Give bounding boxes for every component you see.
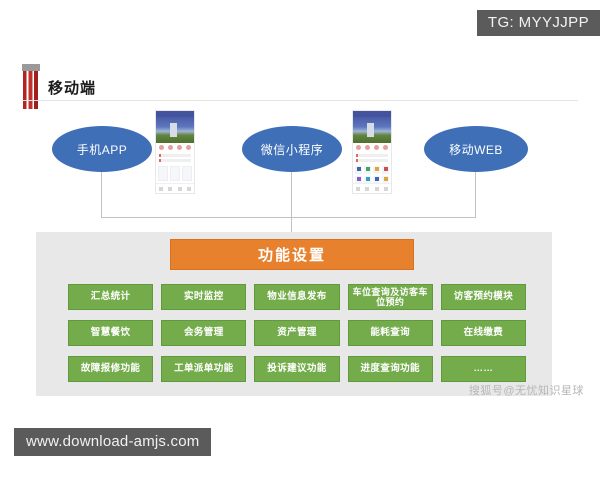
connector-bus-line xyxy=(101,217,476,218)
channel-node-mobile-app[interactable]: 手机APP xyxy=(52,126,152,172)
phone-status-bar xyxy=(156,111,194,117)
tg-handle-badge: TG: MYYJJPP xyxy=(476,10,600,36)
phone-app-icon xyxy=(382,176,389,184)
phone-nav-icon xyxy=(374,186,379,191)
connector-line xyxy=(291,172,292,218)
channel-label: 微信小程序 xyxy=(260,142,324,157)
channel-node-mobile-web[interactable]: 移动WEB xyxy=(424,126,528,172)
function-row: 汇总统计 实时监控 物业信息发布 车位查询及访客车位预约 访客预约模块 xyxy=(68,284,527,310)
phone-tab-dot-icon xyxy=(365,145,370,150)
function-row: 故障报修功能 工单派单功能 投诉建议功能 进度查询功能 …… xyxy=(68,356,527,382)
phone-nav-icon xyxy=(384,186,389,191)
phone-notice-line xyxy=(159,159,191,162)
header-bar-cap-icon xyxy=(22,64,40,71)
function-button[interactable]: 会务管理 xyxy=(161,320,247,346)
phone-tab-dot-icon xyxy=(383,145,388,150)
function-button[interactable]: 车位查询及访客车位预约 xyxy=(347,284,433,310)
phone-hero-image xyxy=(353,117,391,143)
function-button[interactable]: 工单派单功能 xyxy=(161,356,247,382)
phone-notice-line xyxy=(356,154,388,157)
phone-nav-icon xyxy=(158,186,163,191)
phone-bottom-nav xyxy=(156,183,194,193)
phone-tab-dot-icon xyxy=(186,145,191,150)
header-red-bar-icon xyxy=(23,71,38,109)
phone-bottom-nav xyxy=(353,183,391,193)
function-button[interactable]: 物业信息发布 xyxy=(254,284,340,310)
phone-mockup-app xyxy=(155,110,195,194)
connector-line xyxy=(101,172,102,218)
phone-nav-icon xyxy=(168,186,173,191)
phone-nav-icon xyxy=(355,186,360,191)
function-button[interactable]: 能耗查询 xyxy=(347,320,433,346)
function-button[interactable]: 在线缴费 xyxy=(440,320,527,346)
function-button[interactable]: 故障报修功能 xyxy=(68,356,154,382)
function-button[interactable]: …… xyxy=(440,356,527,382)
phone-tab-dot-icon xyxy=(159,145,164,150)
phone-app-icon xyxy=(355,176,362,184)
phone-notice-line xyxy=(356,159,388,162)
phone-tab-dot-icon xyxy=(177,145,182,150)
phone-tab-row xyxy=(156,143,194,152)
phone-tab-dot-icon xyxy=(168,145,173,150)
function-button[interactable]: 实时监控 xyxy=(161,284,247,310)
phone-app-icon xyxy=(355,166,362,174)
phone-app-icon xyxy=(373,176,380,184)
site-url-badge: www.download-amjs.com xyxy=(14,428,212,456)
function-button[interactable]: 资产管理 xyxy=(254,320,340,346)
function-settings-header[interactable]: 功能设置 xyxy=(170,239,414,270)
phone-nav-icon xyxy=(187,186,192,191)
phone-card xyxy=(158,166,168,181)
function-button[interactable]: 智慧餐饮 xyxy=(68,320,154,346)
channel-node-wechat-miniprogram[interactable]: 微信小程序 xyxy=(242,126,342,172)
source-watermark: 搜狐号@无忧知识星球 xyxy=(468,385,584,397)
phone-card xyxy=(170,166,180,181)
function-button[interactable]: 访客预约模块 xyxy=(440,284,527,310)
phone-mockup-miniprogram xyxy=(352,110,392,194)
phone-app-icon xyxy=(382,166,389,174)
function-button-grid: 汇总统计 实时监控 物业信息发布 车位查询及访客车位预约 访客预约模块 智慧餐饮… xyxy=(68,284,527,382)
function-button[interactable]: 进度查询功能 xyxy=(347,356,433,382)
function-button[interactable]: 投诉建议功能 xyxy=(254,356,340,382)
function-settings-label: 功能设置 xyxy=(257,247,326,264)
phone-tab-dot-icon xyxy=(374,145,379,150)
phone-hero-image xyxy=(156,117,194,143)
phone-notice-line xyxy=(159,154,191,157)
channel-label: 手机APP xyxy=(76,142,128,157)
phone-app-icon xyxy=(364,166,371,174)
connector-line xyxy=(475,172,476,218)
function-row: 智慧餐饮 会务管理 资产管理 能耗查询 在线缴费 xyxy=(68,320,527,346)
section-header: 移动端 xyxy=(22,64,578,109)
phone-card xyxy=(182,166,192,181)
phone-tab-dot-icon xyxy=(356,145,361,150)
channel-label: 移动WEB xyxy=(449,142,503,157)
header-divider xyxy=(22,100,578,101)
phone-status-bar xyxy=(353,111,391,117)
phone-nav-icon xyxy=(177,186,182,191)
connector-line xyxy=(291,217,292,239)
phone-nav-icon xyxy=(365,186,370,191)
phone-tab-row xyxy=(353,143,391,152)
page-title: 移动端 xyxy=(48,80,97,97)
phone-app-icon xyxy=(364,176,371,184)
function-button[interactable]: 汇总统计 xyxy=(68,284,154,310)
phone-app-icon xyxy=(373,166,380,174)
